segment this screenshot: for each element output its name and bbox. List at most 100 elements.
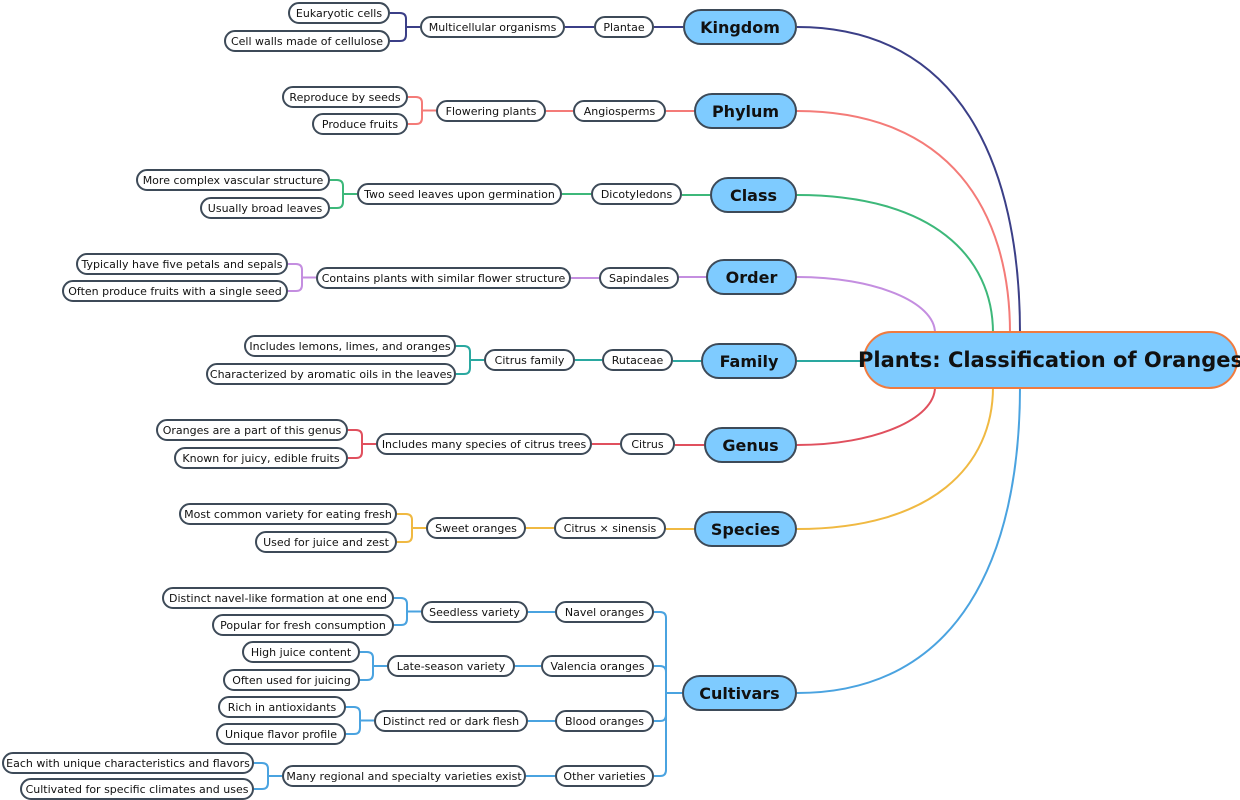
subtopic-dicotyledons[interactable]: Dicotyledons — [591, 183, 682, 205]
topic-kingdom-label: Kingdom — [700, 17, 780, 37]
subtopic-label: Plantae — [603, 20, 645, 34]
detail-navel-formation[interactable]: Distinct navel-like formation at one end — [162, 587, 394, 609]
subtopic-angiosperms[interactable]: Angiosperms — [573, 100, 666, 122]
topic-phylum[interactable]: Phylum — [694, 93, 797, 129]
subtopic-label: Sapindales — [609, 271, 670, 285]
topic-genus-label: Genus — [722, 435, 779, 455]
detail-label: Used for juice and zest — [263, 535, 389, 549]
topic-cultivars[interactable]: Cultivars — [682, 675, 797, 711]
detail-reproduce-by-seeds[interactable]: Reproduce by seeds — [282, 86, 408, 108]
subtopic-label: Citrus family — [494, 353, 565, 367]
detail-antioxidants[interactable]: Rich in antioxidants — [218, 696, 346, 718]
subtopic-citrus-family[interactable]: Citrus family — [484, 349, 575, 371]
link-details-2-1 — [330, 194, 344, 209]
topic-order[interactable]: Order — [706, 259, 797, 295]
link-variety-details-3-1 — [254, 776, 269, 790]
subtopic-multicellular-organisms[interactable]: Multicellular organisms — [420, 16, 565, 38]
detail-part-of-genus[interactable]: Oranges are a part of this genus — [156, 419, 348, 441]
detail-produce-fruits[interactable]: Produce fruits — [312, 113, 408, 135]
link-details-3-0 — [288, 263, 303, 278]
topic-family[interactable]: Family — [701, 343, 797, 379]
trait-red-flesh[interactable]: Distinct red or dark flesh — [374, 710, 528, 732]
subtopic-citrus[interactable]: Citrus — [620, 433, 675, 455]
topic-kingdom[interactable]: Kingdom — [683, 9, 797, 45]
link-details-6-1 — [397, 528, 413, 543]
detail-label: Often produce fruits with a single seed — [68, 284, 282, 298]
link-root-6 — [796, 386, 994, 530]
link-variety-2 — [654, 693, 667, 722]
link-details-4-0 — [456, 345, 471, 360]
subtopic-plantae[interactable]: Plantae — [594, 16, 654, 38]
link-details-1-1 — [408, 110, 423, 125]
subtopic-two-seed-leaves[interactable]: Two seed leaves upon germination — [357, 183, 562, 205]
detail-aromatic-oils[interactable]: Characterized by aromatic oils in the le… — [206, 363, 456, 385]
detail-label: Most common variety for eating fresh — [184, 507, 392, 521]
detail-label: Cell walls made of cellulose — [230, 34, 384, 48]
detail-label: Includes lemons, limes, and oranges — [249, 339, 451, 353]
trait-label: Seedless variety — [429, 605, 520, 619]
detail-broad-leaves[interactable]: Usually broad leaves — [200, 197, 330, 219]
detail-unique-characteristics[interactable]: Each with unique characteristics and fla… — [2, 752, 254, 774]
root-topic[interactable]: Plants: Classification of Oranges — [858, 331, 1240, 389]
subtopic-citrus-trees[interactable]: Includes many species of citrus trees — [376, 433, 592, 455]
link-variety-details-0-0 — [394, 597, 408, 612]
detail-eating-fresh[interactable]: Most common variety for eating fresh — [179, 503, 397, 525]
subtopic-similar-flower-structure[interactable]: Contains plants with similar flower stru… — [316, 267, 571, 289]
link-root-2 — [796, 194, 994, 334]
trait-seedless-variety[interactable]: Seedless variety — [421, 601, 528, 623]
link-root-3 — [796, 276, 936, 334]
root-topic-label: Plants: Classification of Oranges — [857, 348, 1240, 372]
detail-specific-climates[interactable]: Cultivated for specific climates and use… — [20, 778, 254, 800]
link-variety-3 — [654, 693, 667, 777]
detail-five-petals[interactable]: Typically have five petals and sepals — [76, 253, 288, 275]
detail-label: Distinct navel-like formation at one end — [168, 591, 388, 605]
detail-flavor-profile[interactable]: Unique flavor profile — [216, 723, 346, 745]
link-variety-details-1-0 — [360, 651, 374, 666]
subtopic-sweet-oranges[interactable]: Sweet oranges — [426, 517, 526, 539]
link-details-6-0 — [397, 513, 413, 528]
link-details-1-0 — [408, 96, 423, 111]
link-variety-details-1-1 — [360, 666, 374, 681]
subtopic-flowering-plants[interactable]: Flowering plants — [436, 100, 546, 122]
subtopic-citrus-sinensis[interactable]: Citrus × sinensis — [554, 517, 666, 539]
variety-blood-oranges[interactable]: Blood oranges — [555, 710, 654, 732]
subtopic-rutaceae[interactable]: Rutaceae — [602, 349, 673, 371]
topic-genus[interactable]: Genus — [704, 427, 797, 463]
detail-label: Rich in antioxidants — [227, 700, 337, 714]
detail-complex-vascular[interactable]: More complex vascular structure — [136, 169, 330, 191]
detail-label: Eukaryotic cells — [295, 6, 383, 20]
trait-late-season[interactable]: Late-season variety — [387, 655, 515, 677]
subtopic-sapindales[interactable]: Sapindales — [599, 267, 679, 289]
detail-cell-walls[interactable]: Cell walls made of cellulose — [224, 30, 390, 52]
detail-label: Typically have five petals and sepals — [81, 257, 283, 271]
variety-other-varieties[interactable]: Other varieties — [555, 765, 654, 787]
link-details-3-1 — [288, 277, 303, 292]
detail-high-juice[interactable]: High juice content — [242, 641, 360, 663]
detail-juicy-fruits[interactable]: Known for juicy, edible fruits — [174, 447, 348, 469]
detail-label: Reproduce by seeds — [289, 90, 401, 104]
subtopic-label: Citrus — [631, 437, 664, 451]
link-variety-details-2-0 — [346, 706, 361, 721]
detail-juice-zest[interactable]: Used for juice and zest — [255, 531, 397, 553]
subtopic-label: Contains plants with similar flower stru… — [321, 271, 566, 285]
variety-navel-oranges[interactable]: Navel oranges — [555, 601, 654, 623]
trait-regional-varieties[interactable]: Many regional and specialty varieties ex… — [282, 765, 526, 787]
detail-eukaryotic-cells[interactable]: Eukaryotic cells — [288, 2, 390, 24]
variety-valencia-oranges[interactable]: Valencia oranges — [541, 655, 654, 677]
detail-label: Cultivated for specific climates and use… — [25, 782, 249, 796]
detail-single-seed[interactable]: Often produce fruits with a single seed — [62, 280, 288, 302]
detail-used-for-juicing[interactable]: Often used for juicing — [223, 669, 360, 691]
detail-label: Characterized by aromatic oils in the le… — [209, 367, 453, 381]
detail-lemons-limes-oranges[interactable]: Includes lemons, limes, and oranges — [244, 335, 456, 357]
topic-class[interactable]: Class — [710, 177, 797, 213]
link-details-4-1 — [456, 360, 471, 375]
link-details-0-0 — [390, 12, 407, 27]
detail-label: Popular for fresh consumption — [220, 618, 386, 632]
detail-fresh-consumption[interactable]: Popular for fresh consumption — [212, 614, 394, 636]
topic-order-label: Order — [725, 267, 778, 287]
topic-species[interactable]: Species — [694, 511, 797, 547]
link-variety-0 — [654, 611, 667, 693]
link-variety-details-3-0 — [254, 762, 269, 776]
detail-label: Produce fruits — [321, 117, 399, 131]
